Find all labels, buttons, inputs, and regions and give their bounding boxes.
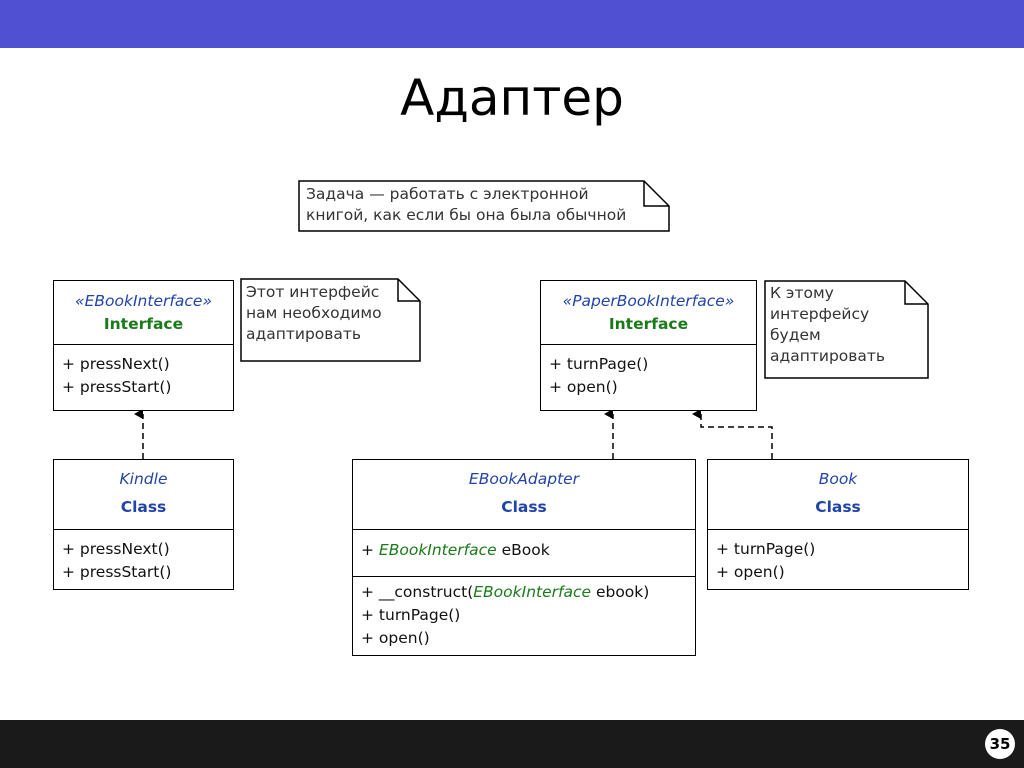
method-row: + open() <box>549 378 618 396</box>
paper-note-line: будем <box>770 326 821 344</box>
note-outline <box>298 180 670 232</box>
kindle-header: Kindle Class <box>54 460 233 530</box>
attributes-section: + EBookInterface eBook <box>353 530 695 576</box>
book-header: Book Class <box>708 460 968 530</box>
paper-note-line: адаптировать <box>770 347 886 365</box>
paper-interface-box: «PaperBookInterface» Interface + turnPag… <box>540 280 757 411</box>
attr-name: eBook <box>496 541 550 559</box>
interface-kind-label: Interface <box>103 315 184 333</box>
ebook-note-line: нам необходимо <box>246 304 382 322</box>
ebook-note-line: адаптировать <box>246 325 362 343</box>
book-class-box: Book Class + turnPage() + open() <box>707 459 969 590</box>
method-row: + pressNext() <box>62 355 170 373</box>
class-kind-label: Class <box>501 498 547 516</box>
method-row: + open() <box>716 563 785 581</box>
book-implements-arrow <box>692 409 773 459</box>
bottom-bar <box>0 720 1024 768</box>
constructor-suffix: ebook) <box>591 583 650 601</box>
method-row: + open() <box>361 629 430 647</box>
stereotype-label: «EBookInterface» <box>75 292 212 310</box>
method-row: + pressStart() <box>62 378 172 396</box>
class-name-label: Book <box>818 470 858 488</box>
paper-interface-header: «PaperBookInterface» Interface <box>541 281 756 345</box>
method-row: + pressNext() <box>62 540 170 558</box>
constructor-prefix: + __construct( <box>361 583 474 601</box>
attr-type: EBookInterface <box>378 541 497 559</box>
methods-section: + pressNext() + pressStart() <box>54 345 233 403</box>
ebook-note-line: Этот интерфейс <box>246 283 380 301</box>
task-note-line: Задача — работать с электронной <box>306 185 589 203</box>
method-row: + turnPage() <box>361 606 461 624</box>
class-name-label: Kindle <box>119 470 168 488</box>
class-kind-label: Class <box>120 498 167 516</box>
method-row: + pressStart() <box>62 563 172 581</box>
ebook-adapter-class-box: EBookAdapter Class + EBookInterface eBoo… <box>352 459 696 656</box>
interface-kind-label: Interface <box>608 315 689 333</box>
task-note: Задача — работать с электронной книгой, … <box>298 180 670 232</box>
methods-section: + turnPage() + open() <box>708 530 968 588</box>
method-row: + turnPage() <box>549 355 649 373</box>
page-number-badge: 35 <box>985 729 1015 759</box>
note-outline <box>764 280 929 379</box>
kindle-class-box: Kindle Class + pressNext() + pressStart(… <box>53 459 234 590</box>
attr-prefix: + <box>361 541 379 559</box>
paper-note-line: интерфейсу <box>770 305 870 323</box>
class-kind-label: Class <box>815 498 861 516</box>
task-note-line: книгой, как если бы она была обычной <box>306 206 627 224</box>
paper-note-line: К этому <box>770 284 834 302</box>
constructor-row: + __construct(EBookInterface ebook) <box>361 581 687 604</box>
class-name-label: EBookAdapter <box>468 470 580 488</box>
note-outline <box>240 278 421 362</box>
ebook-interface-header: «EBookInterface» Interface <box>54 281 233 345</box>
adapter-header: EBookAdapter Class <box>353 460 695 530</box>
methods-section: + pressNext() + pressStart() <box>54 530 233 588</box>
stereotype-label: «PaperBookInterface» <box>562 292 735 310</box>
constructor-param-type: EBookInterface <box>473 583 592 601</box>
page-title: Адаптер <box>400 69 624 127</box>
ebook-interface-note: Этот интерфейс нам необходимо адаптирова… <box>240 278 421 362</box>
method-row: + turnPage() <box>716 540 816 558</box>
attribute-row: + EBookInterface eBook <box>361 539 687 562</box>
ebook-interface-box: «EBookInterface» Interface + pressNext()… <box>53 280 234 411</box>
paper-interface-note: К этому интерфейсу будем адаптировать <box>764 280 929 379</box>
methods-section: + __construct(EBookInterface ebook) + tu… <box>353 576 695 654</box>
top-bar <box>0 0 1024 48</box>
methods-section: + turnPage() + open() <box>541 345 756 403</box>
